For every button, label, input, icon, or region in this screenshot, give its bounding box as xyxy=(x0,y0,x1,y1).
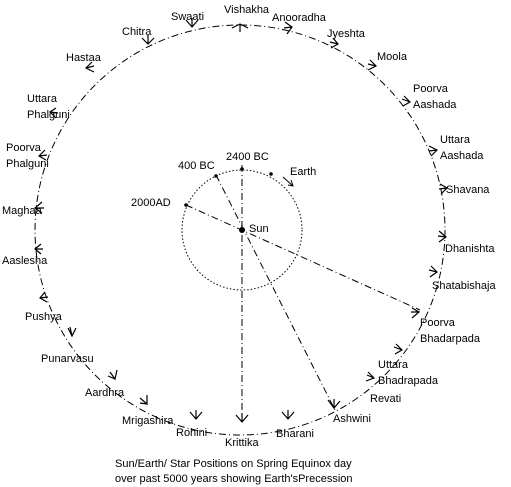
arrowhead-pushya xyxy=(39,291,49,303)
label-anooradha: Anooradha xyxy=(272,12,327,24)
caption-line-1: Sun/Earth/ Star Positions on Spring Equi… xyxy=(115,458,352,470)
arrowhead-swaati xyxy=(185,18,199,28)
zodiac-arrowheads xyxy=(34,18,448,423)
sightline-2000ad-poorva-bhadarpada xyxy=(185,204,421,311)
arrowhead-hastaa xyxy=(84,61,95,73)
arrowhead-bharani xyxy=(281,410,295,420)
arrowhead-chitra xyxy=(141,35,155,45)
sightlines xyxy=(185,165,421,420)
arrowhead-shatabishaja xyxy=(428,265,438,278)
arrowhead-mrigashira xyxy=(139,395,148,406)
nakshatra-labels: Vishakha Anooradha Jyeshta Moola Poorva … xyxy=(2,4,496,449)
label-poorva-aashada-2: Aashada xyxy=(413,99,457,111)
label-sun: Sun xyxy=(249,223,269,235)
label-poorva-aashada-1: Poorva xyxy=(413,83,449,95)
earth-positions xyxy=(184,167,273,207)
label-aaslesha: Aaslesha xyxy=(2,255,48,267)
arrowhead-uttara-phalguni xyxy=(49,107,59,119)
label-400bc: 400 BC xyxy=(178,160,215,172)
label-maghaa: Maghaa xyxy=(2,205,43,217)
label-poorva-bhadarpada-1: Poorva xyxy=(420,317,456,329)
label-uttara-phalguni-2: Phalguni xyxy=(27,109,70,121)
inner-labels: Sun Earth 2400 BC 400 BC 2000AD xyxy=(131,151,316,235)
label-uttara-bhadrapada-1: Uttara xyxy=(378,359,409,371)
earth-pos-current xyxy=(269,172,273,176)
arrowhead-rohini xyxy=(189,410,203,420)
label-earth: Earth xyxy=(290,166,316,178)
arrowhead-poorva-bhadarpada xyxy=(411,307,421,319)
label-pushya: Pushya xyxy=(25,311,63,323)
arrowhead-maghaa xyxy=(34,201,44,214)
earth-direction-arrow xyxy=(282,176,294,187)
earth-pos-2400bc xyxy=(240,167,244,171)
arrowhead-aaslesha xyxy=(34,243,43,255)
arrowhead-uttara-aashada xyxy=(428,145,439,157)
label-swaati: Swaati xyxy=(171,11,204,23)
label-chitra: Chitra xyxy=(122,26,152,38)
label-shavana: Shavana xyxy=(446,184,490,196)
zodiac-circle xyxy=(34,24,446,436)
label-uttara-aashada-2: Aashada xyxy=(440,150,484,162)
label-punarvasu: Punarvasu xyxy=(41,353,94,365)
arrowhead-ashwini xyxy=(327,399,341,409)
label-revati: Revati xyxy=(370,393,401,405)
label-shatabishaja: Shatabishaja xyxy=(432,280,496,292)
arrowhead-anooradha xyxy=(283,21,293,35)
sightline-400bc-ashwini xyxy=(215,174,336,411)
arrowhead-moola xyxy=(367,59,378,71)
label-dhanishta: Dhanishta xyxy=(445,243,495,255)
label-ashwini: Ashwini xyxy=(333,413,371,425)
label-moola: Moola xyxy=(377,51,408,63)
label-poorva-phalguni-2: Phalguni xyxy=(6,158,49,170)
arrowhead-punarvasu xyxy=(67,326,77,338)
label-krittika: Krittika xyxy=(225,437,260,449)
label-2400bc: 2400 BC xyxy=(226,151,269,163)
caption: Sun/Earth/ Star Positions on Spring Equi… xyxy=(115,458,353,485)
label-uttara-aashada-1: Uttara xyxy=(440,134,471,146)
arrowhead-dhanishta xyxy=(437,230,447,243)
label-2000ad: 2000AD xyxy=(131,197,171,209)
arrowhead-poorva-phalguni xyxy=(38,149,48,161)
arrowhead-poorva-aashada xyxy=(401,95,411,107)
label-jyeshta: Jyeshta xyxy=(327,28,366,40)
label-rohini: Rohini xyxy=(176,427,207,439)
label-poorva-bhadarpada-2: Bhadarpada xyxy=(420,333,481,345)
label-mrigashira: Mrigashira xyxy=(122,415,174,427)
label-uttara-bhadrapada-2: Bhadrapada xyxy=(378,375,439,387)
label-poorva-phalguni-1: Poorva xyxy=(6,142,42,154)
arrowhead-aardhra xyxy=(107,369,118,381)
label-uttara-phalguni-1: Uttara xyxy=(27,93,58,105)
arrowhead-uttara-bhadrapada xyxy=(393,343,403,355)
arrowhead-krittika xyxy=(235,413,249,423)
label-hastaa: Hastaa xyxy=(66,52,102,64)
earth-orbit xyxy=(181,169,303,291)
arrowhead-jyeshta xyxy=(329,37,339,49)
arrowhead-shavana xyxy=(438,183,448,195)
label-aardhra: Aardhra xyxy=(85,387,125,399)
arrowhead-revati xyxy=(365,371,376,382)
earth-pos-400bc xyxy=(214,174,218,178)
earth-pos-2000ad xyxy=(184,203,188,207)
caption-line-2: over past 5000 years showing Earth'sPrec… xyxy=(115,473,353,485)
label-bharani: Bharani xyxy=(276,428,314,440)
sun-marker xyxy=(239,227,245,233)
arrowhead-vishakha xyxy=(231,23,249,32)
label-vishakha: Vishakha xyxy=(224,4,270,16)
